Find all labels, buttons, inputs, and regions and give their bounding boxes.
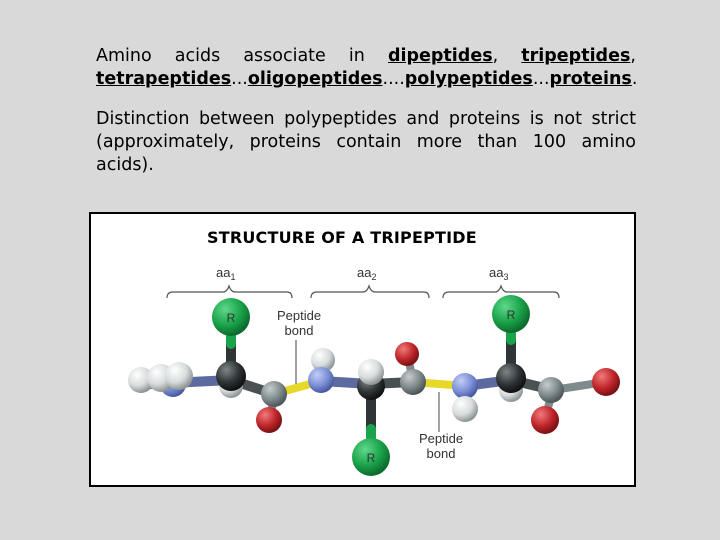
svg-text:Peptide: Peptide xyxy=(277,308,321,323)
punct: ... xyxy=(532,69,550,89)
r-group-atom xyxy=(212,298,250,336)
alpha-carbon-atom xyxy=(216,361,246,391)
svg-text:Peptide: Peptide xyxy=(419,431,463,446)
paragraph-line-2: tetrapeptides...oligopeptides....polypep… xyxy=(96,68,638,91)
word: Amino xyxy=(96,46,152,66)
word: in xyxy=(348,46,365,66)
hydrogen-atom xyxy=(165,362,193,390)
hydrogen-atom xyxy=(358,359,384,385)
tripeptide-figure: STRUCTURE OF A TRIPEPTIDE aa1 aa2 aa3 xyxy=(89,212,636,487)
word: acids xyxy=(174,46,221,66)
residue-1-atoms: R xyxy=(128,298,287,433)
tripeptide-molecule-diagram: aa1 aa2 aa3 xyxy=(128,265,620,476)
peptide-bond-label-2: Peptide bond xyxy=(419,392,463,461)
paragraph-peptide-types: Amino acids associate in dipeptides, tri… xyxy=(96,45,638,91)
punct: , xyxy=(492,46,499,66)
svg-text:aa3: aa3 xyxy=(489,265,508,282)
svg-text:aa1: aa1 xyxy=(216,265,235,282)
peptide-bond-label-1: Peptide bond xyxy=(277,308,321,384)
svg-text:aa2: aa2 xyxy=(357,265,376,282)
svg-text:bond: bond xyxy=(427,446,456,461)
term-oligopeptides: oligopeptides xyxy=(247,69,383,89)
paragraph-line-1: Amino acids associate in dipeptides, tri… xyxy=(96,45,636,68)
carbonyl-carbon-atom xyxy=(538,377,564,403)
svg-text:R: R xyxy=(507,308,516,322)
nitrogen-atom xyxy=(308,367,334,393)
oxygen-atom xyxy=(592,368,620,396)
nitrogen-atom xyxy=(452,373,478,399)
oxygen-atom xyxy=(395,342,419,366)
carbonyl-carbon-atom xyxy=(261,381,287,407)
residue-braces xyxy=(166,284,560,299)
punct: . xyxy=(631,69,638,89)
oxygen-atom xyxy=(256,407,282,433)
residue-label-aa2: aa2 xyxy=(357,265,376,282)
oxygen-atom xyxy=(531,406,559,434)
term-dipeptides: dipeptides xyxy=(387,46,493,66)
term-polypeptides: polypeptides xyxy=(404,69,533,89)
alpha-carbon-atom xyxy=(496,363,526,393)
residue-label-aa3: aa3 xyxy=(489,265,508,282)
term-tetrapeptides: tetrapeptides xyxy=(96,69,232,89)
svg-text:R: R xyxy=(227,311,236,325)
term-tripeptides: tripeptides xyxy=(521,46,631,66)
word: associate xyxy=(243,46,326,66)
residue-label-aa1: aa1 xyxy=(216,265,235,282)
r-group-atom xyxy=(352,438,390,476)
hydrogen-atom xyxy=(128,367,154,393)
figure-title: STRUCTURE OF A TRIPEPTIDE xyxy=(207,228,477,247)
residue-3-atoms: R xyxy=(452,295,620,434)
punct: .... xyxy=(382,69,405,89)
punct: ... xyxy=(231,69,248,89)
punct: , xyxy=(630,46,636,66)
carbonyl-carbon-atom xyxy=(400,369,426,395)
svg-text:bond: bond xyxy=(285,323,314,338)
residue-2-atoms: R xyxy=(308,342,426,476)
paragraph-distinction: Distinction between polypeptides and pro… xyxy=(96,109,636,175)
svg-text:R: R xyxy=(367,451,376,465)
hydrogen-atom xyxy=(311,348,335,372)
r-group-atom xyxy=(492,295,530,333)
term-proteins: proteins xyxy=(549,69,632,89)
hydrogen-atom xyxy=(452,396,478,422)
